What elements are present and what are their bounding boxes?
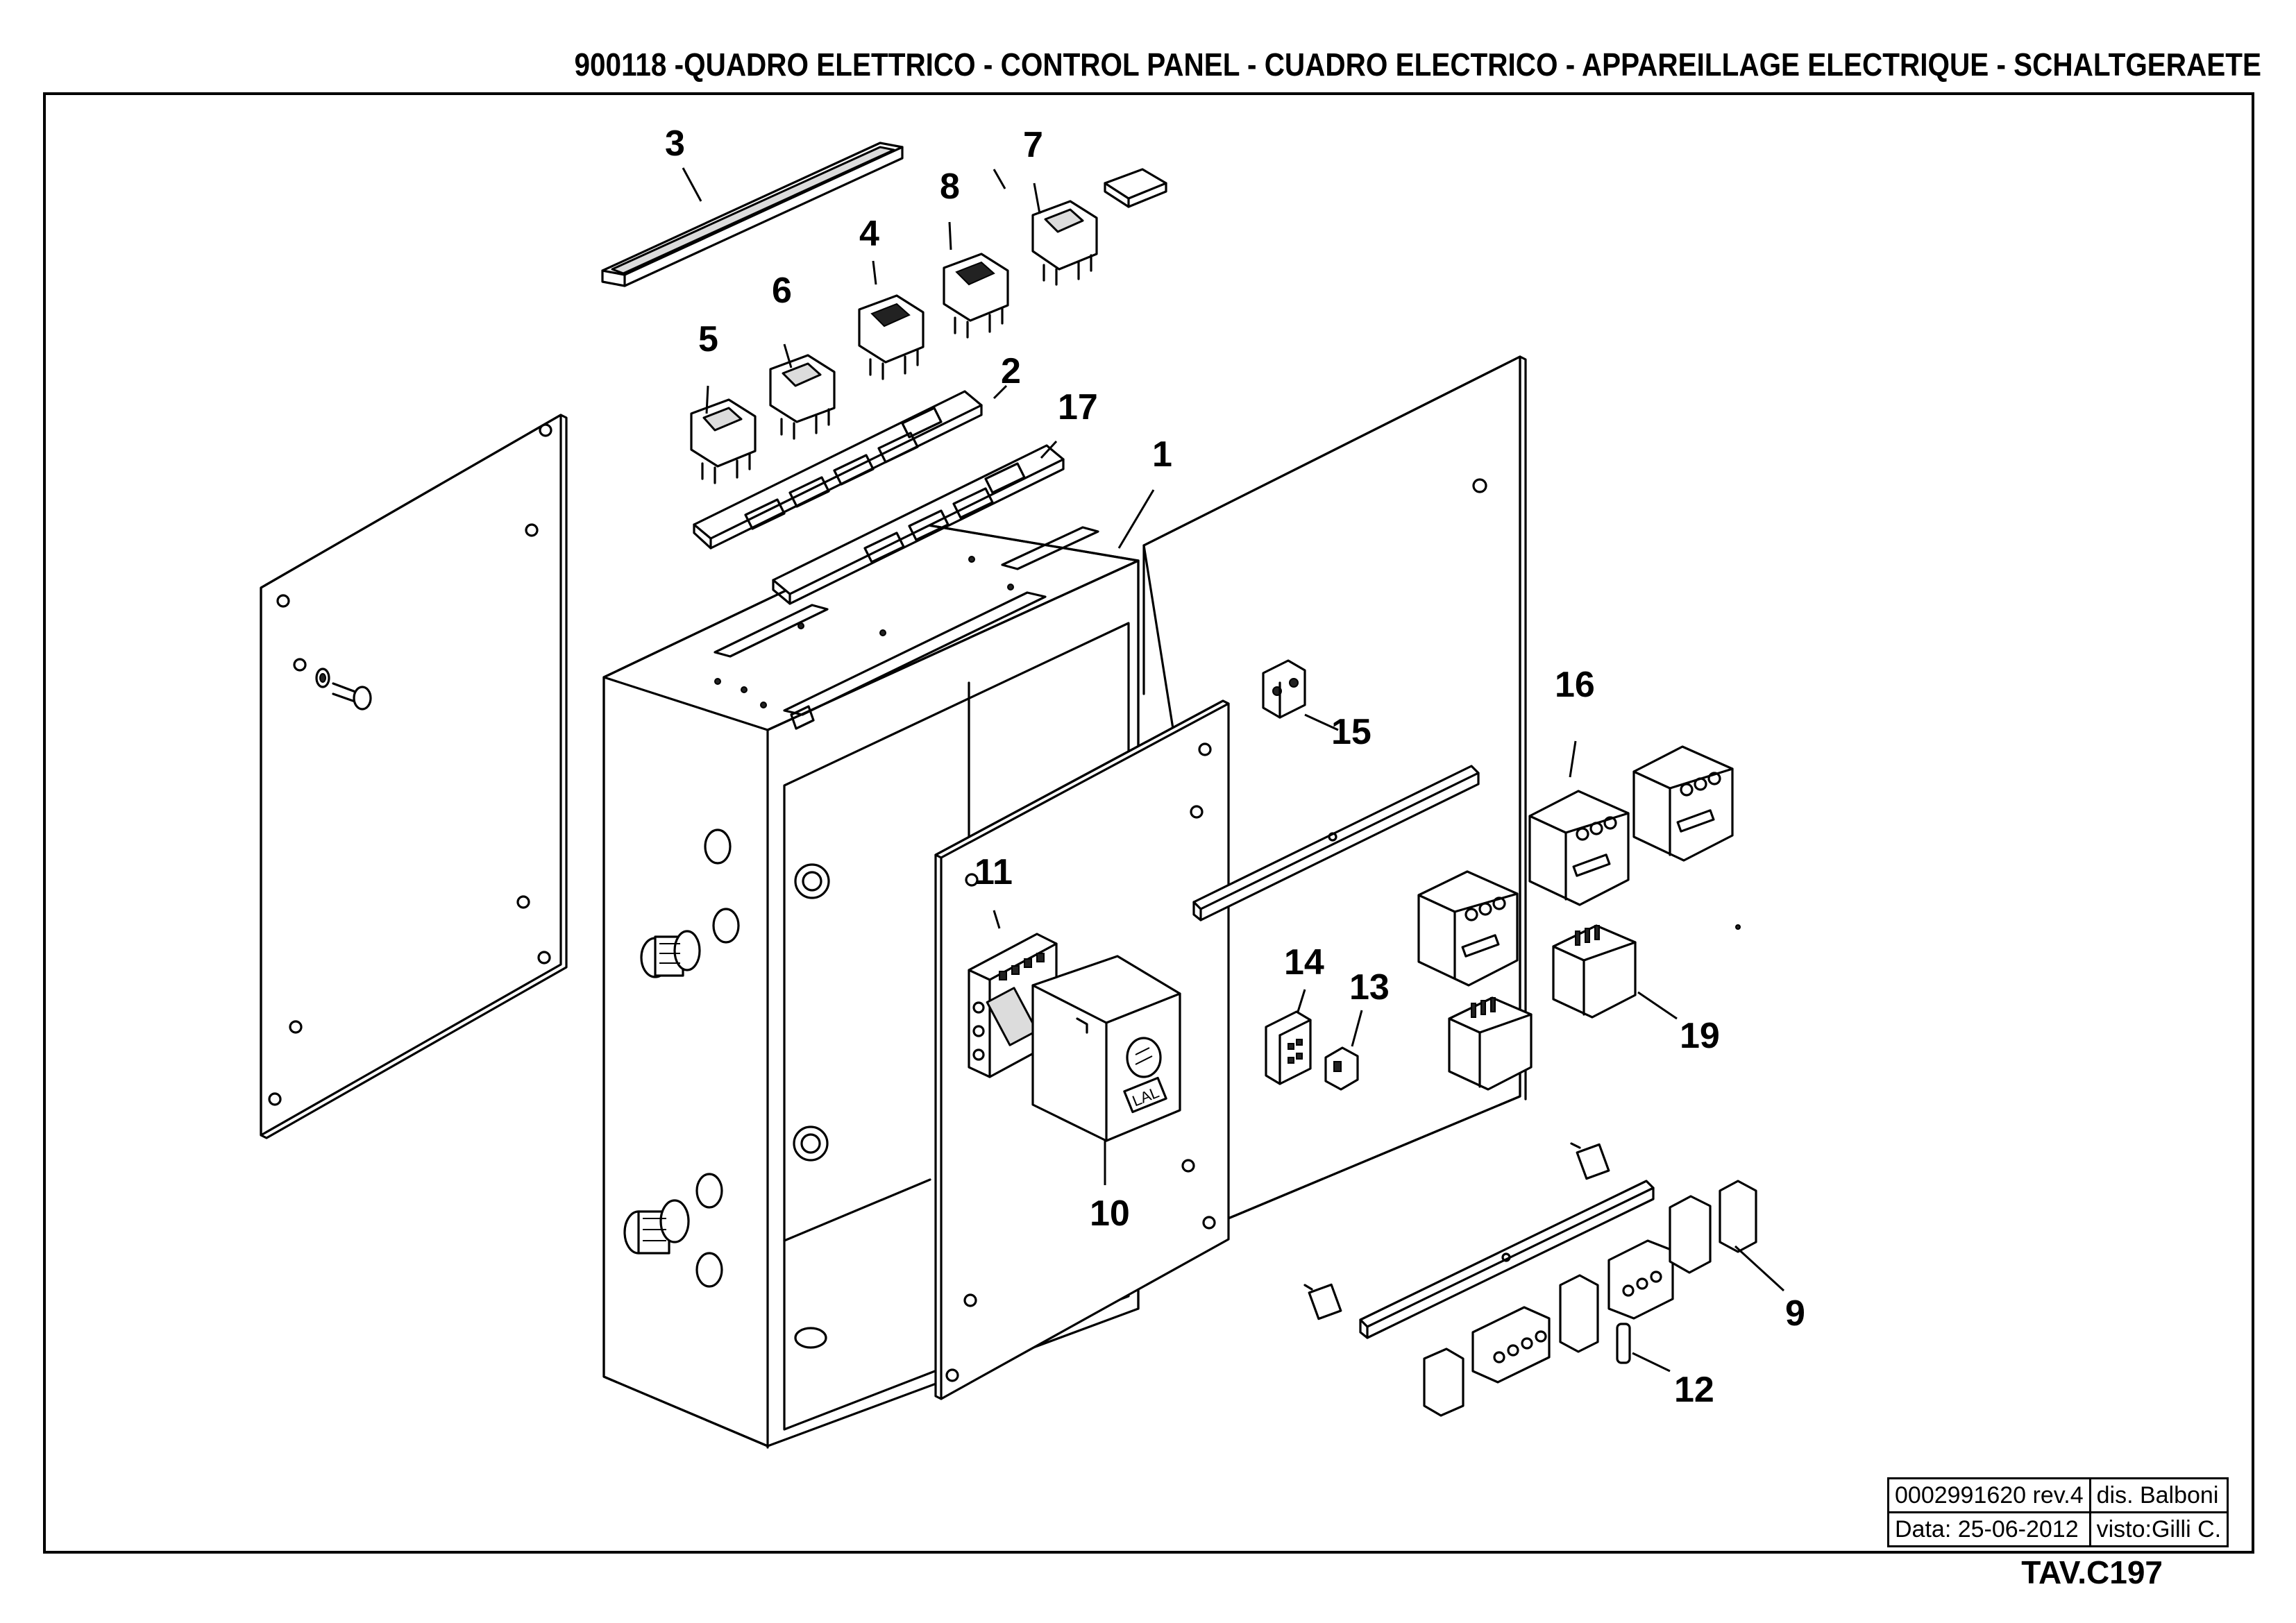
fuse-12: [1616, 1323, 1631, 1364]
callout-4: 4: [859, 214, 879, 254]
callout-12: 12: [1674, 1370, 1714, 1410]
terminal-blocks-left: [1471, 1306, 1551, 1384]
callout-14: 14: [1284, 942, 1324, 983]
title-block: 0002991620 rev.4 dis. Balboni Data: 25-0…: [1887, 1477, 2229, 1547]
callout-8: 8: [940, 167, 960, 207]
rocker-switch-8: [943, 253, 1009, 339]
callout-19: 19: [1680, 1016, 1720, 1056]
switch-plate-2: [693, 390, 983, 550]
contactor-16-c: [1632, 745, 1734, 862]
switch-blank-cap: [1104, 168, 1167, 208]
standoff-right: [1570, 1142, 1610, 1180]
contactor-16-b: [1528, 790, 1630, 906]
burner-controller-10: LAL: [1031, 955, 1181, 1142]
terminal-end-stop-right: [1669, 1195, 1712, 1274]
callout-9: 9: [1785, 1293, 1805, 1334]
overload-relay-19-a: [1448, 996, 1533, 1091]
leader-lines: [682, 167, 1785, 1373]
terminal-blocks-right: [1607, 1239, 1674, 1320]
drawing-frame: [43, 92, 2254, 1554]
rocker-switch-6: [769, 354, 836, 440]
component-14: [1265, 1010, 1312, 1085]
terminal-end-bracket-9: [1719, 1180, 1757, 1253]
cover-strip-3: [601, 142, 904, 287]
callout-7: 7: [1023, 125, 1043, 165]
cable-gland-upper: [640, 930, 701, 978]
callout-2: 2: [1001, 351, 1021, 391]
din-rail-upper: [1192, 765, 1480, 921]
callout-16: 16: [1555, 665, 1595, 705]
component-13: [1324, 1046, 1359, 1091]
callout-15: 15: [1331, 712, 1371, 752]
drawing-date: Data: 25-06-2012: [1887, 1511, 2091, 1547]
switch-plate-17: [772, 444, 1065, 605]
terminal-end-stop-left: [1423, 1348, 1464, 1417]
callout-17: 17: [1058, 387, 1098, 427]
callout-13: 13: [1349, 967, 1390, 1008]
terminal-end-clamp: [1559, 1274, 1599, 1353]
cable-gland-lower: [623, 1199, 690, 1255]
overload-relay-19-b: [1552, 924, 1637, 1019]
callout-10: 10: [1090, 1193, 1130, 1234]
component-15: [1262, 659, 1306, 719]
callout-1: 1: [1152, 434, 1172, 475]
stray-dot: [1735, 924, 1741, 930]
callout-5: 5: [698, 319, 718, 359]
callout-3: 3: [665, 124, 685, 164]
ground-screw: [315, 668, 372, 711]
drawing-title: 900118 -QUADRO ELETTRICO - CONTROL PANEL…: [574, 46, 2262, 83]
din-rail-lower: [1359, 1180, 1655, 1339]
rocker-switch-4: [858, 294, 925, 380]
left-cover-plate: [260, 414, 568, 1139]
sheet-id: TAV.C197: [2021, 1554, 2163, 1590]
callout-6: 6: [772, 271, 792, 311]
rear-mounting-plate: [1142, 355, 1527, 1223]
drawing-number: 0002991620 rev.4: [1887, 1477, 2091, 1513]
rocker-switch-7: [1031, 200, 1098, 286]
standoff-left: [1303, 1283, 1342, 1320]
designer: dis. Balboni: [2088, 1477, 2229, 1513]
locknuts: [793, 863, 830, 1162]
callout-11: 11: [974, 852, 1013, 892]
rocker-switch-5: [690, 398, 757, 484]
checked-by: visto:Gilli C.: [2088, 1511, 2229, 1547]
contactor-16-a: [1417, 870, 1519, 987]
